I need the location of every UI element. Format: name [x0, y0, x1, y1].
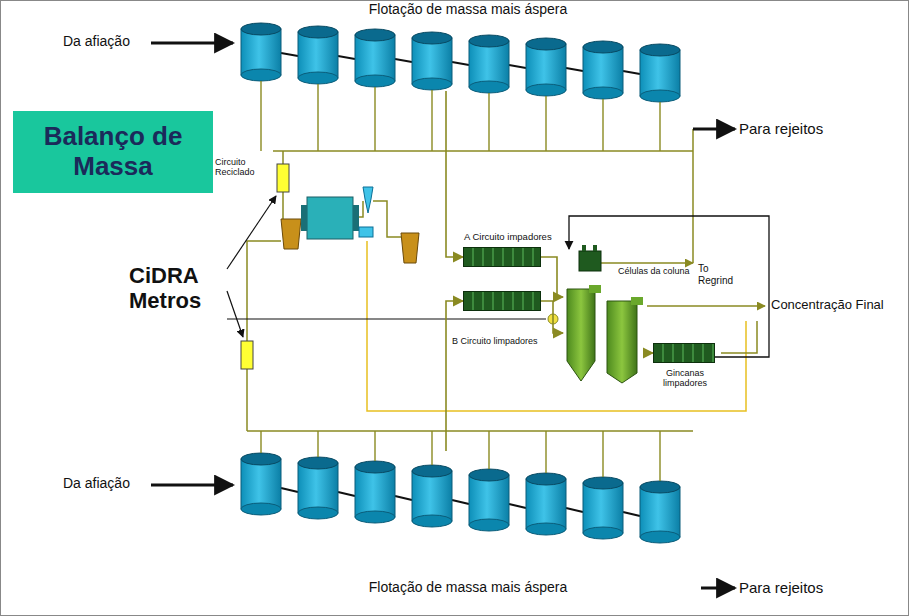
flotation-cell: [640, 481, 680, 543]
launder-pipes: [247, 129, 765, 431]
pipe-connector: [446, 301, 463, 451]
flow-label: Para rejeitos: [739, 579, 869, 596]
flotation-cell: [640, 44, 680, 102]
flow-label: To Regrind: [698, 263, 744, 286]
flotation-cell: [241, 23, 281, 81]
flow-label: Concentração Final: [771, 298, 907, 313]
flotation-cell: [469, 35, 509, 93]
cidra-meter: [241, 341, 253, 369]
rougher-bank: Flotação de massa mais áspera: [237, 17, 699, 91]
unit-label: A Circuito impadores: [464, 232, 594, 243]
cleaner-bank: B Circuito limpadores: [463, 291, 541, 311]
callout-title: CiDRA Metros: [129, 263, 225, 314]
flotation-cell: [583, 477, 623, 539]
unit-label: B Circuito limpadores: [452, 336, 562, 346]
flow-label: Para rejeitos: [739, 120, 869, 137]
title-text: Balanço de Massa: [21, 122, 205, 182]
cidra-leaders: [227, 196, 546, 337]
cidra-meter: [277, 164, 289, 192]
flotation-cell: [355, 461, 395, 523]
flotation-cell: [412, 465, 452, 527]
flotation-cell: [412, 32, 452, 90]
cleaner-bank: Gincanas limpadores: [653, 343, 715, 363]
title-box: Balanço de Massa: [13, 111, 213, 193]
flotation-cell: [241, 453, 281, 515]
ball-mill: [301, 197, 359, 239]
flotation-cell: [355, 29, 395, 87]
column-group: Células da coluna: [563, 283, 645, 383]
flow-label: Da afiação: [63, 33, 183, 49]
flow-label: Circuito Reciclado: [215, 157, 273, 178]
flotation-cell: [526, 473, 566, 535]
feed-tail-arrows: [151, 43, 735, 588]
flotation-cell: [298, 26, 338, 84]
cleaner-bank: A Circuito impadores: [463, 247, 541, 267]
rougher-bank: Flotação de massa mais áspera: [237, 451, 699, 537]
unit-label: Células da coluna: [618, 266, 698, 276]
return-line: [569, 216, 769, 357]
pipe-connector: [446, 91, 463, 257]
flotation-cells: [241, 23, 680, 543]
column-cells: [567, 285, 643, 383]
flotation-cell: [469, 469, 509, 531]
regrind-cell: [579, 245, 601, 271]
pipe-connector: [541, 301, 563, 333]
unit-label: Flotação de massa mais áspera: [237, 1, 699, 17]
unit-label: Gincanas limpadores: [650, 368, 720, 389]
flotation-cell: [583, 41, 623, 99]
flotation-cell: [526, 38, 566, 96]
flotation-cell: [298, 457, 338, 519]
flow-label: Da afiação: [63, 475, 183, 491]
unit-label: Flotação de massa mais áspera: [237, 579, 699, 595]
pipe-connector: [645, 352, 653, 354]
pipe-connector: [541, 257, 563, 297]
cyclone: [359, 187, 373, 237]
launder-pipes: [261, 81, 660, 481]
